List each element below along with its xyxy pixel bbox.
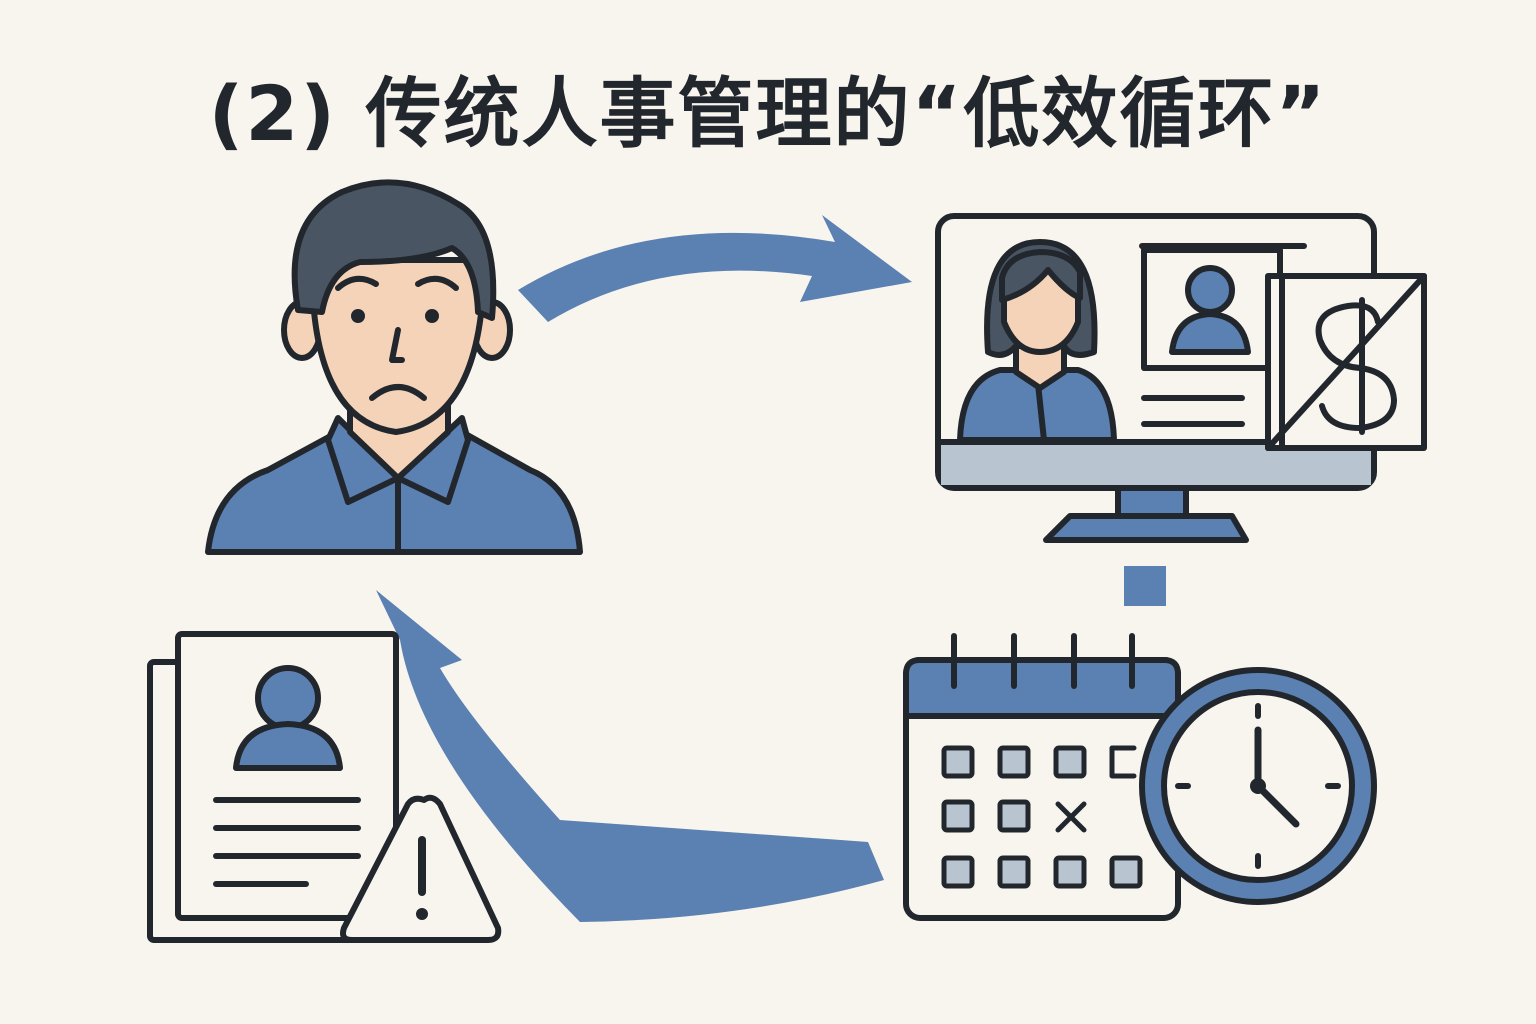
missed-day-x [1055,801,1087,833]
computer-records-icon [935,213,1427,543]
hair [291,179,497,321]
clock-icon [1139,667,1377,905]
worried-employee-icon [205,179,583,555]
document-warning-icon [147,631,502,943]
cycle-arrows [376,215,1166,922]
connector-square [1124,566,1166,606]
cycle-arrow-icon-top [518,215,912,322]
page-title: (2) 传统人事管理的“低效循环” [208,69,1328,158]
resume-sheet [175,631,399,921]
calendar-grid [941,745,1143,889]
face [308,257,487,435]
calendar-clock-icon [903,633,1377,921]
cycle-arrow-icon-bottom [376,590,884,922]
video-call-person [957,239,1117,443]
